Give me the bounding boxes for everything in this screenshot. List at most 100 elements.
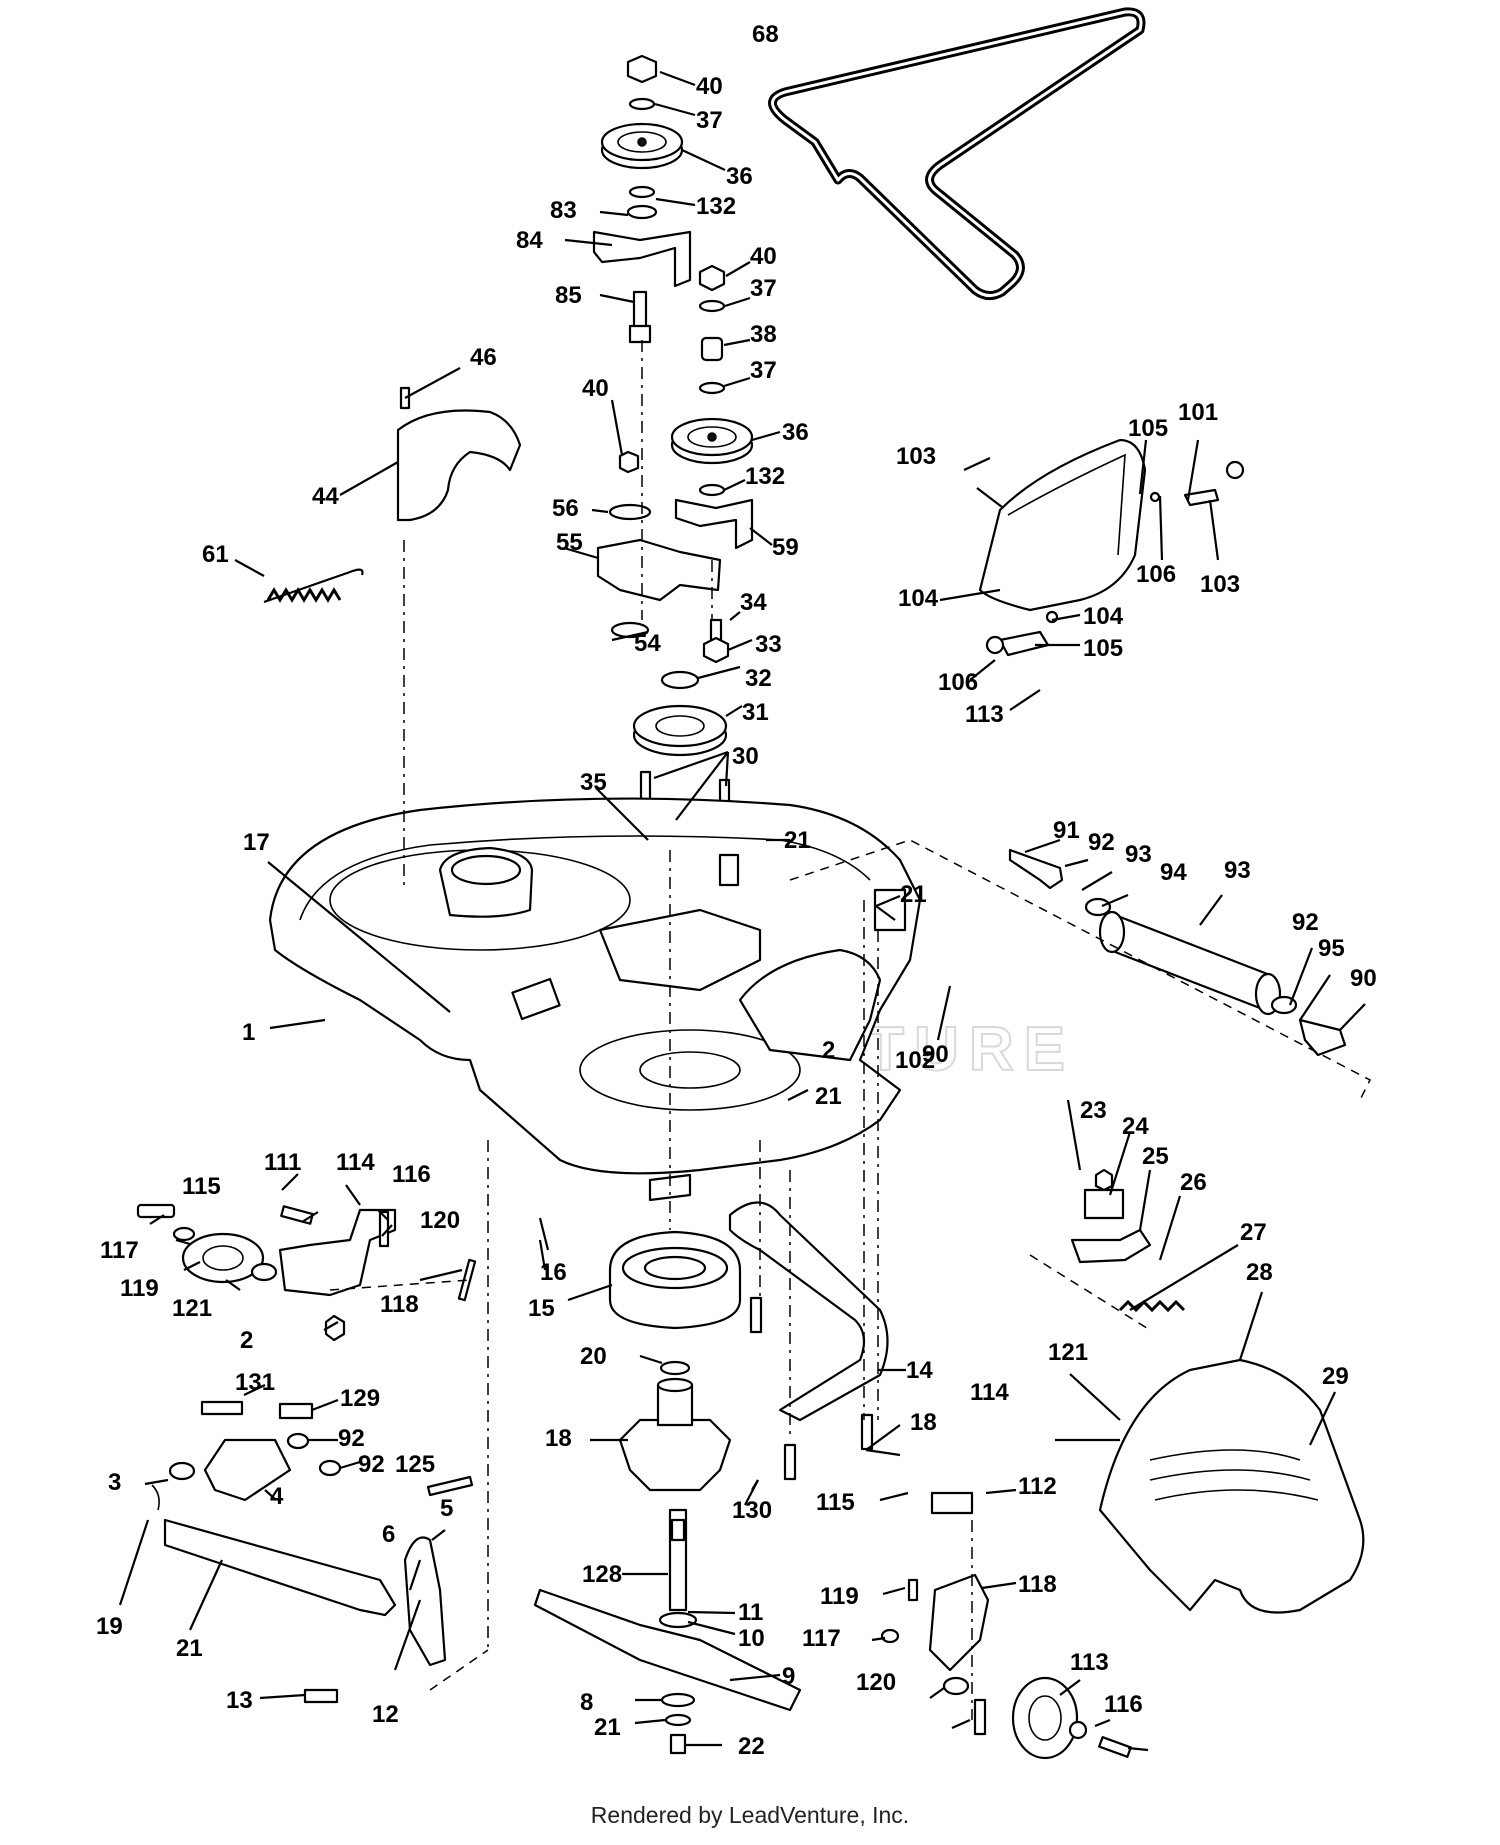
callout-label: 102 bbox=[895, 1047, 935, 1074]
callout-label: 119 bbox=[120, 1275, 159, 1302]
deflector-shield bbox=[978, 438, 1245, 657]
callout-label: 15 bbox=[528, 1295, 555, 1322]
callout-label: 44 bbox=[312, 483, 339, 510]
callout-label: 130 bbox=[732, 1497, 772, 1524]
belt-guard bbox=[396, 386, 522, 522]
callout-label: 114 bbox=[970, 1379, 1009, 1406]
callout-label: 106 bbox=[1136, 561, 1176, 588]
callout-label: 68 bbox=[752, 21, 779, 48]
callout-label: 120 bbox=[856, 1669, 896, 1696]
callout-label: 104 bbox=[1083, 603, 1124, 630]
discharge-chute bbox=[1055, 1358, 1365, 1614]
hanger-bracket-right bbox=[880, 1491, 1132, 1760]
callout-label: 125 bbox=[395, 1451, 435, 1478]
callout-label: 113 bbox=[1070, 1649, 1109, 1676]
callout-label: 129 bbox=[340, 1385, 380, 1412]
callout-label: 113 bbox=[965, 701, 1004, 728]
anti-scalp-roller bbox=[1008, 848, 1347, 1057]
callout-label: 116 bbox=[1104, 1691, 1143, 1718]
assembly-lines bbox=[329, 340, 1372, 1720]
callout-label: 3 bbox=[108, 1469, 121, 1496]
callout-label: 20 bbox=[580, 1343, 607, 1370]
callout-label: 115 bbox=[182, 1173, 221, 1200]
callout-label: 14 bbox=[906, 1357, 933, 1384]
callout-label: 5 bbox=[440, 1495, 453, 1522]
hanger-bracket-left bbox=[151, 1400, 474, 1704]
callout-label: 117 bbox=[100, 1237, 139, 1264]
callout-label: 120 bbox=[420, 1207, 460, 1234]
gauge-wheel-left bbox=[136, 1203, 477, 1342]
callout-label: 117 bbox=[802, 1625, 841, 1652]
baffle bbox=[728, 1201, 889, 1481]
callout-label: 115 bbox=[816, 1489, 855, 1516]
callout-label: 23 bbox=[1080, 1097, 1107, 1124]
callout-label: 90 bbox=[1350, 965, 1377, 992]
callout-label: 121 bbox=[1048, 1339, 1088, 1366]
callout-label: 92 bbox=[1088, 829, 1115, 856]
callout-label: 17 bbox=[243, 829, 270, 856]
callout-label: 105 bbox=[1128, 415, 1168, 442]
idler-pulley-stack-upper bbox=[592, 54, 754, 848]
callout-label: 93 bbox=[1224, 857, 1251, 884]
callout-label: 92 bbox=[358, 1451, 385, 1478]
callout-label: 93 bbox=[1125, 841, 1152, 868]
callout-label: 104 bbox=[898, 585, 939, 612]
callout-label: 95 bbox=[1318, 935, 1345, 962]
callout-label: 33 bbox=[755, 631, 782, 658]
callout-label: 16 bbox=[540, 1259, 567, 1286]
callout-label: 54 bbox=[634, 630, 661, 657]
mower-deck bbox=[268, 797, 922, 1202]
callout-label: 40 bbox=[750, 243, 777, 270]
callout-label: 37 bbox=[750, 357, 777, 384]
callout-label: 105 bbox=[1083, 635, 1123, 662]
callout-label: 1 bbox=[242, 1019, 255, 1046]
callout-label: 36 bbox=[782, 419, 809, 446]
callout-label: 40 bbox=[696, 73, 723, 100]
callout-label: 28 bbox=[1246, 1259, 1273, 1286]
callout-label: 118 bbox=[380, 1291, 419, 1318]
callout-label: 2 bbox=[822, 1037, 835, 1064]
callout-label: 11 bbox=[738, 1599, 763, 1626]
callout-label: 36 bbox=[726, 163, 753, 190]
callout-label: 132 bbox=[696, 193, 736, 220]
chute-bracket bbox=[1070, 1168, 1186, 1313]
callout-label: 116 bbox=[392, 1161, 431, 1188]
callout-label: 101 bbox=[1178, 399, 1218, 426]
callout-label: 25 bbox=[1142, 1143, 1169, 1170]
callout-label: 34 bbox=[740, 589, 767, 616]
callout-label: 84 bbox=[516, 227, 543, 254]
callout-label: 59 bbox=[772, 534, 799, 561]
callout-label: 8 bbox=[580, 1689, 593, 1716]
callout-label: 131 bbox=[235, 1369, 275, 1396]
spring bbox=[263, 568, 364, 604]
callout-label: 85 bbox=[555, 282, 582, 309]
callout-label: 37 bbox=[750, 275, 777, 302]
callout-label: 21 bbox=[815, 1083, 842, 1110]
callout-label: 21 bbox=[594, 1714, 621, 1741]
callout-labels: 68 40 37 36 83 132 84 40 37 85 38 37 46 … bbox=[96, 21, 1377, 1760]
callout-label: 55 bbox=[556, 529, 583, 556]
callout-label: 132 bbox=[745, 463, 785, 490]
footer-credit: Rendered by LeadVenture, Inc. bbox=[590, 1802, 910, 1828]
callout-label: 56 bbox=[552, 495, 579, 522]
callout-label: 94 bbox=[1160, 859, 1187, 886]
callout-label: 4 bbox=[270, 1483, 284, 1510]
callout-label: 38 bbox=[750, 321, 777, 348]
callout-label: 128 bbox=[582, 1561, 622, 1588]
callout-label: 18 bbox=[910, 1409, 937, 1436]
callout-label: 13 bbox=[226, 1687, 253, 1714]
callout-label: 37 bbox=[696, 107, 723, 134]
callout-label: 19 bbox=[96, 1613, 123, 1640]
callout-label: 32 bbox=[745, 665, 772, 692]
callout-label: 114 bbox=[336, 1149, 375, 1176]
callout-label: 24 bbox=[1122, 1113, 1149, 1140]
callout-label: 103 bbox=[896, 443, 936, 470]
callout-label: 91 bbox=[1053, 817, 1080, 844]
callout-label: 2 bbox=[240, 1327, 253, 1354]
callout-label: 121 bbox=[172, 1295, 212, 1322]
callout-label: 21 bbox=[784, 827, 811, 854]
callout-label: 10 bbox=[738, 1625, 765, 1652]
callout-label: 92 bbox=[1292, 909, 1319, 936]
callout-label: 12 bbox=[372, 1701, 399, 1728]
